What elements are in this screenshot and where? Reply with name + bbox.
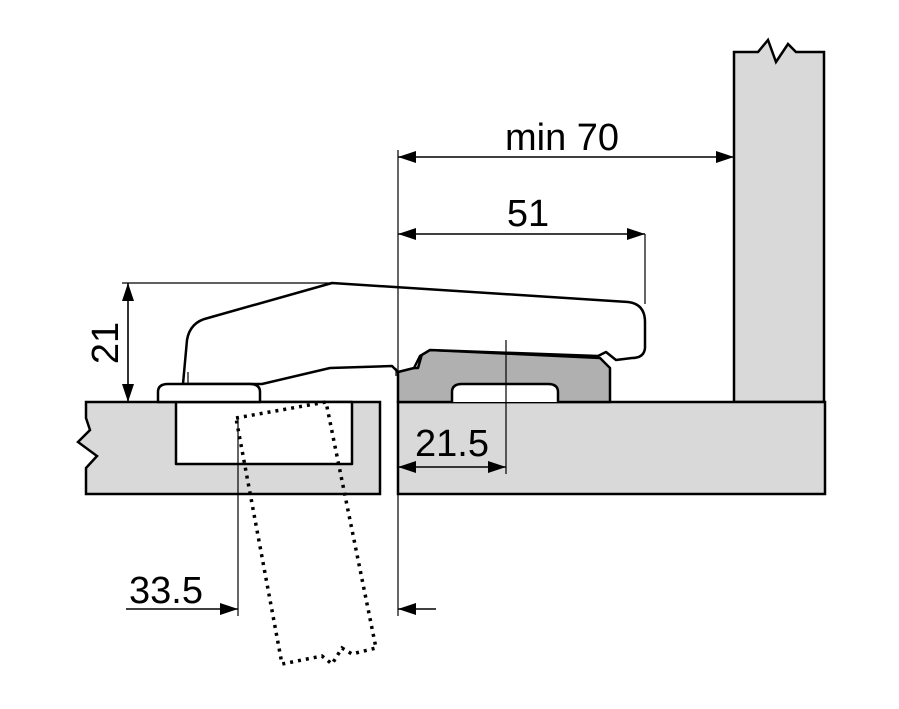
arrowhead-21-5-left	[398, 461, 416, 473]
label-height: 21	[85, 322, 127, 364]
arrowhead-21-bottom	[122, 384, 134, 402]
arrowhead-51-left	[398, 228, 416, 240]
label-min-distance: min 70	[505, 117, 619, 159]
hinge-cup-boss	[156, 382, 262, 404]
hinge-arm	[181, 281, 647, 386]
hinge-cup-recess	[174, 400, 354, 466]
arrowhead-51-right	[627, 228, 645, 240]
arrowhead-33-5-left	[220, 603, 238, 615]
label-door-offset: 33.5	[129, 570, 203, 612]
arrowhead-min70-right	[716, 151, 734, 163]
door-swing-outline	[233, 399, 379, 667]
label-hinge-depth: 51	[507, 193, 549, 235]
cabinet-side-panel	[732, 37, 826, 404]
arrowhead-21-top	[122, 283, 134, 301]
arrowhead-33-5-right	[398, 603, 416, 615]
cabinet-base-panel	[396, 400, 827, 496]
plate-slot	[450, 382, 560, 402]
label-plate-offset: 21.5	[415, 423, 489, 465]
arrowhead-21-5-right	[488, 461, 506, 473]
arrowhead-min70-left	[398, 151, 416, 163]
